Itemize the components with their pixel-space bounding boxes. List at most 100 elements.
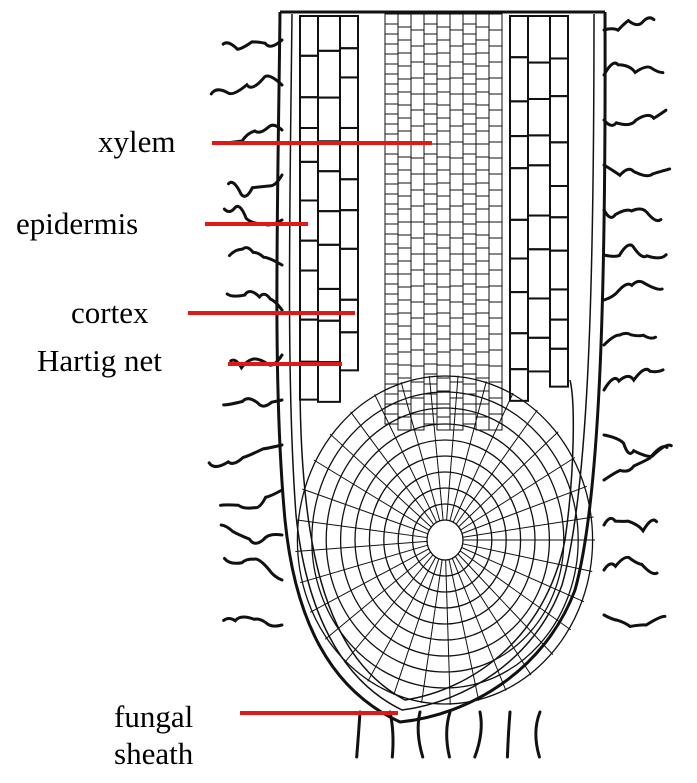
cortex-cell (318, 16, 340, 51)
xylem-cell (385, 214, 398, 224)
xylem-cell (489, 334, 502, 350)
xylem-cell (437, 248, 450, 261)
tip-cell-wall (458, 554, 553, 655)
xylem-cell (385, 354, 398, 364)
xylem-cell (476, 326, 489, 339)
xylem-cell (489, 174, 502, 190)
xylem-cell (424, 44, 437, 54)
xylem-cell (385, 44, 398, 54)
xylem-cell (463, 244, 476, 254)
tip-cell-wall (296, 520, 427, 538)
xylem-cell (476, 235, 489, 248)
cortex-cell (318, 362, 340, 402)
xylem-cell (398, 248, 411, 261)
cortex-cell (510, 168, 528, 220)
xylem-cell (424, 324, 437, 334)
xylem-cell (450, 158, 463, 174)
xylem-cell (424, 224, 437, 234)
hypha (224, 399, 282, 406)
cortex-cell (318, 171, 340, 211)
xylem-cell (424, 84, 437, 94)
xylem-cell (398, 118, 411, 131)
tip-cell-wall (302, 489, 428, 534)
xylem-cell (476, 118, 489, 131)
label-xylem: xylem (98, 125, 176, 159)
cortex-cell (318, 321, 340, 362)
xylem-cell (424, 64, 437, 74)
xylem-cell (424, 414, 437, 424)
xylem-cell (437, 170, 450, 183)
xylem-cell (424, 304, 437, 314)
xylem-cell (476, 261, 489, 274)
xylem-cell (450, 14, 463, 30)
xylem-cell (463, 154, 476, 164)
xylem-cell (385, 104, 398, 114)
xylem-cell (476, 131, 489, 144)
xylem-cell (385, 64, 398, 74)
cortex-cell (340, 179, 358, 210)
cortex-cell (550, 289, 568, 319)
cortex-cell (318, 245, 340, 289)
cortex-cell (510, 16, 528, 57)
hypha (227, 292, 282, 310)
xylem-cell (476, 248, 489, 261)
cortex-cell (510, 136, 528, 168)
xylem-cell (450, 414, 463, 430)
xylem-cell (463, 54, 476, 64)
xylem-cell (476, 209, 489, 222)
xylem-cell (398, 27, 411, 40)
label-epidermis: epidermis (16, 207, 138, 241)
xylem-cell (411, 318, 424, 334)
xylem-cell (463, 334, 476, 344)
cortex-cell (550, 142, 568, 186)
xylem-cell (424, 24, 437, 34)
xylem-cell (450, 30, 463, 46)
xylem-cell (411, 334, 424, 350)
xylem-cell (398, 40, 411, 53)
xylem-cell (385, 34, 398, 44)
hypha (507, 712, 510, 757)
cortex-cell (340, 332, 358, 370)
xylem-cell (424, 334, 437, 344)
cortex-cell (510, 220, 528, 259)
xylem-cell (489, 110, 502, 126)
cortex-cell (318, 51, 340, 98)
cortex-cell (318, 211, 340, 245)
xylem-cell (411, 110, 424, 126)
xylem-cell (411, 94, 424, 110)
xylem-cell (463, 194, 476, 204)
xylem-cell (398, 92, 411, 105)
xylem-cell (424, 114, 437, 124)
xylem-cell (450, 62, 463, 78)
xylem-cell (476, 222, 489, 235)
xylem-cell (450, 238, 463, 254)
hypha (604, 281, 662, 300)
xylem-cell (398, 235, 411, 248)
xylem-cell (489, 302, 502, 318)
hypha (604, 557, 657, 573)
xylem-cell (437, 261, 450, 274)
xylem-cell (424, 34, 437, 44)
xylem-cell (424, 74, 437, 84)
cortex-cell (528, 165, 550, 215)
xylem-cell (476, 365, 489, 378)
xylem-cell (424, 14, 437, 24)
xylem-cell (398, 144, 411, 157)
hypha (604, 518, 657, 530)
xylem-cell (437, 274, 450, 287)
cortex-cell (528, 99, 550, 135)
xylem-cell (437, 378, 450, 391)
xylem-cell (424, 364, 437, 374)
xylem-cell (385, 404, 398, 414)
cortex-cell (528, 298, 550, 337)
xylem-cell (463, 284, 476, 294)
xylem-cell (385, 284, 398, 294)
xylem-cell (398, 170, 411, 183)
cortex-cell (300, 16, 318, 56)
xylem-cell (424, 194, 437, 204)
xylem-cell (489, 350, 502, 366)
hypha (221, 525, 282, 543)
cortex-cell (318, 141, 340, 171)
xylem-cell (450, 190, 463, 206)
